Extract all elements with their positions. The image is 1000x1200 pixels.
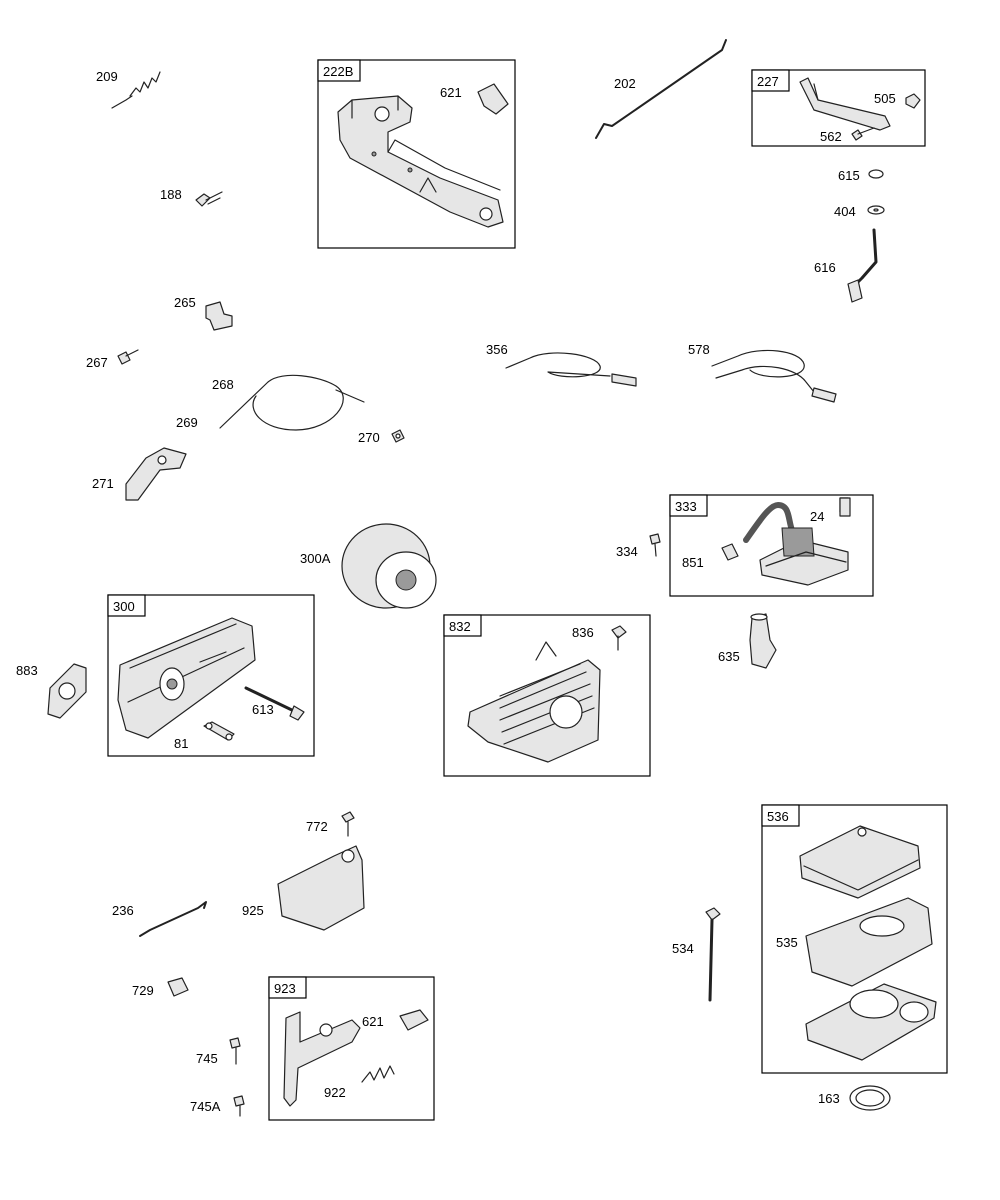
assembly-832: 832	[443, 614, 651, 777]
part-labels: 209 188 265 267 268 269 270 271 621 202 …	[16, 69, 896, 1114]
link-81	[203, 721, 235, 741]
part-label-635: 635	[718, 649, 740, 664]
part-label-269: 269	[176, 415, 198, 430]
cap-635	[749, 613, 777, 669]
assembly-222B: 222B	[317, 59, 516, 249]
part-label-163: 163	[818, 1091, 840, 1106]
part-label-616: 616	[814, 260, 836, 275]
part-label-404: 404	[834, 204, 856, 219]
part-label-81: 81	[174, 736, 188, 751]
part-label-265: 265	[174, 295, 196, 310]
part-label-745A: 745A	[190, 1099, 221, 1114]
part-label-300A: 300A	[300, 551, 331, 566]
part-label-615: 615	[838, 168, 860, 183]
clip-729	[167, 977, 189, 997]
wire-356	[505, 352, 637, 387]
part-label-270: 270	[358, 430, 380, 445]
part-label-268: 268	[212, 377, 234, 392]
washer-404	[867, 205, 885, 215]
part-label-883: 883	[16, 663, 38, 678]
part-label-209: 209	[96, 69, 118, 84]
assembly-label: 923	[274, 981, 296, 996]
rod-202	[595, 39, 727, 139]
pin-24	[839, 497, 851, 517]
lever-271	[125, 447, 187, 501]
bolt-613	[244, 686, 305, 721]
spring-209	[111, 71, 161, 109]
assembly-227: 227	[751, 69, 926, 147]
screw-836	[611, 625, 627, 651]
part-label-925: 925	[242, 903, 264, 918]
cover-925	[277, 845, 365, 931]
part-label-621: 621	[440, 85, 462, 100]
part-label-202: 202	[614, 76, 636, 91]
screw-334	[649, 533, 661, 557]
assembly-label: 536	[767, 809, 789, 824]
part-label-621-923: 621	[362, 1014, 384, 1029]
part-label-535: 535	[776, 935, 798, 950]
part-label-922: 922	[324, 1085, 346, 1100]
gasket-883	[47, 663, 87, 719]
part-label-505: 505	[874, 91, 896, 106]
part-label-334: 334	[616, 544, 638, 559]
clip-265	[205, 301, 233, 331]
assembly-label: 832	[449, 619, 471, 634]
part-label-613: 613	[252, 702, 274, 717]
assembly-536: 536	[761, 804, 948, 1074]
assembly-923: 923	[268, 976, 435, 1121]
screw-188	[195, 191, 223, 207]
part-label-578: 578	[688, 342, 710, 357]
filter-535	[805, 897, 933, 987]
ring-163	[849, 1085, 891, 1111]
screw-772	[341, 811, 355, 837]
assembly-label: 222B	[323, 64, 353, 79]
cable-268	[219, 374, 365, 431]
clip-851	[721, 543, 739, 561]
lever-616	[847, 228, 878, 303]
part-label-267: 267	[86, 355, 108, 370]
part-label-851: 851	[682, 555, 704, 570]
assembly-333: 333	[669, 494, 874, 597]
part-label-356: 356	[486, 342, 508, 357]
part-label-188: 188	[160, 187, 182, 202]
part-label-562: 562	[820, 129, 842, 144]
screw-267	[117, 349, 139, 365]
drum-300A	[341, 523, 437, 609]
part-label-24: 24	[810, 509, 824, 524]
part-label-534: 534	[672, 941, 694, 956]
rod-236	[139, 901, 207, 937]
part-label-836: 836	[572, 625, 594, 640]
screw-562	[851, 127, 875, 141]
assembly-label: 300	[113, 599, 135, 614]
part-label-745: 745	[196, 1051, 218, 1066]
part-label-271: 271	[92, 476, 114, 491]
assembly-label: 227	[757, 74, 779, 89]
washer-615	[868, 169, 884, 179]
part-label-729: 729	[132, 983, 154, 998]
screw-745	[229, 1037, 241, 1065]
part-label-236: 236	[112, 903, 134, 918]
screw-745A	[233, 1095, 245, 1117]
assembly-label: 333	[675, 499, 697, 514]
part-label-772: 772	[306, 819, 328, 834]
clip-621-top	[477, 83, 509, 115]
bolt-534	[705, 907, 721, 1002]
wire-578	[711, 349, 837, 403]
nut-270	[391, 429, 405, 443]
assembly-300: 300	[107, 594, 315, 757]
nut-505	[905, 93, 921, 109]
